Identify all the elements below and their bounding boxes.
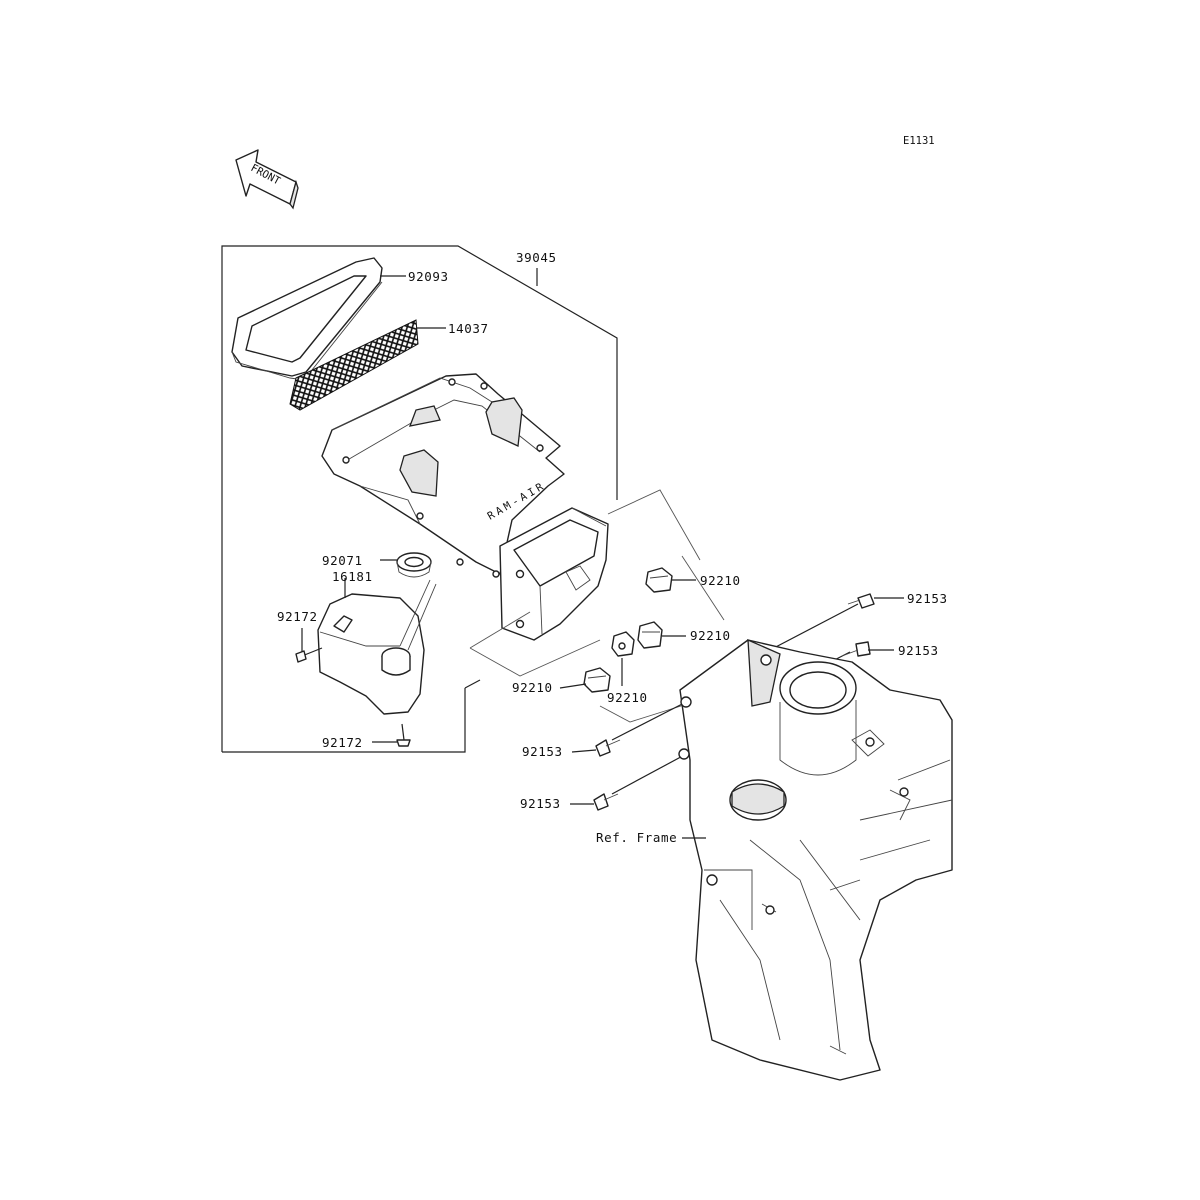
callout-92071: 92071 <box>322 553 363 568</box>
callout-92153-b: 92153 <box>898 643 939 658</box>
clip-nut-c <box>611 631 635 657</box>
callout-92093: 92093 <box>408 269 449 284</box>
reservoir-tank-part <box>317 579 437 715</box>
assembly-bracket <box>221 245 618 753</box>
bolt-92172-bottom <box>396 723 411 747</box>
mesh-screen-part <box>289 319 419 411</box>
callout-labels: 39045 92093 14037 92071 16181 92172 9217… <box>277 250 948 845</box>
callout-14037: 14037 <box>448 321 489 336</box>
bolt-92172-top <box>295 647 323 663</box>
callout-92153-c: 92153 <box>522 744 563 759</box>
leader-lines <box>301 275 904 839</box>
bolt-92153-d <box>593 751 691 811</box>
grommet-part <box>396 552 432 578</box>
callout-92210-d: 92210 <box>512 680 553 695</box>
clip-nut-a <box>645 567 673 593</box>
clip-nut-b <box>637 621 663 649</box>
grill-cover-part <box>231 257 383 381</box>
callout-92210-c: 92210 <box>607 690 648 705</box>
reference-frame-part <box>678 638 953 1081</box>
duct-outlet-part <box>499 507 609 641</box>
bolt-92153-a <box>769 593 875 651</box>
bolt-92153-c <box>595 699 691 757</box>
callout-39045: 39045 <box>516 250 557 265</box>
callout-92172-top: 92172 <box>277 609 318 624</box>
intake-duct-part: RAM-AIR <box>321 373 565 578</box>
callout-92153-a: 92153 <box>907 591 948 606</box>
callout-ref-frame: Ref. Frame <box>596 830 677 845</box>
callout-92210-b: 92210 <box>690 628 731 643</box>
callout-92153-d: 92153 <box>520 796 561 811</box>
callout-16181: 16181 <box>332 569 373 584</box>
callout-92210-a: 92210 <box>700 573 741 588</box>
callout-92172-bottom: 92172 <box>322 735 363 750</box>
front-arrow-icon: FRONT <box>235 149 299 210</box>
diagram-code: E1131 <box>903 135 935 147</box>
clip-nut-d <box>583 667 611 693</box>
